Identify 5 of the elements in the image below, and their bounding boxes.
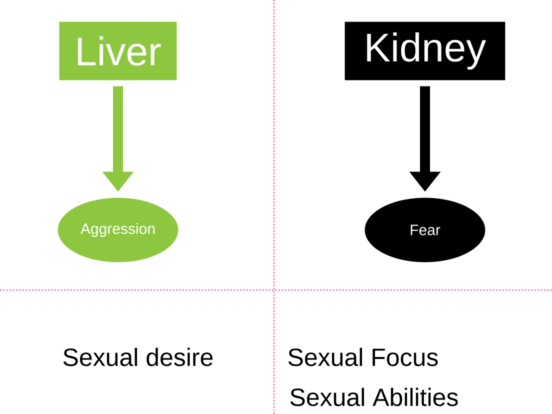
organ-box: Liver: [59, 22, 177, 80]
organ-box: Kidney: [344, 22, 506, 80]
body-text: Sexual Abilities: [290, 388, 458, 406]
body-text: Sexual desire: [63, 348, 213, 366]
body-text: Sexual Focus: [288, 348, 438, 366]
